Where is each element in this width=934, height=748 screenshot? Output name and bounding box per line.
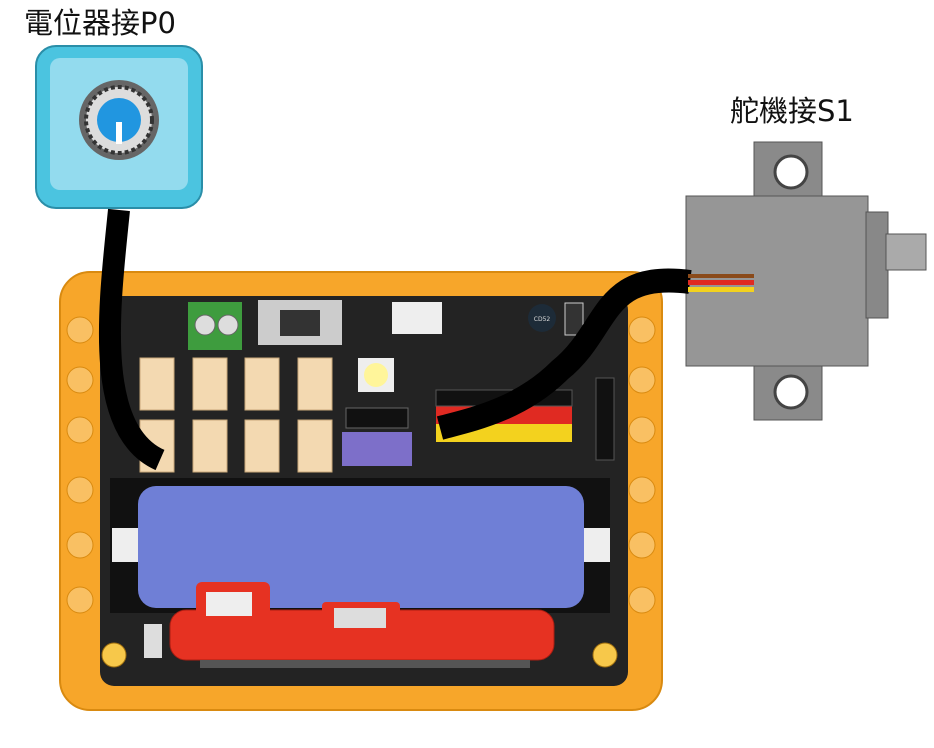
servo-cable [436, 268, 692, 440]
terminal-block [188, 302, 242, 350]
potentiometer-label: 電位器接P0 [24, 6, 176, 40]
potentiometer-cable [99, 208, 166, 471]
potentiometer [35, 45, 203, 209]
battery-holder [110, 478, 610, 613]
servo [685, 141, 927, 421]
connectors [139, 357, 333, 473]
battery [138, 486, 584, 608]
servo-label: 舵機接S1 [730, 94, 854, 128]
reset-button [144, 624, 162, 658]
red-module [169, 582, 555, 668]
chip-marking: CD52 [534, 316, 551, 323]
usb-port [392, 302, 442, 334]
purple-connector [342, 432, 412, 466]
